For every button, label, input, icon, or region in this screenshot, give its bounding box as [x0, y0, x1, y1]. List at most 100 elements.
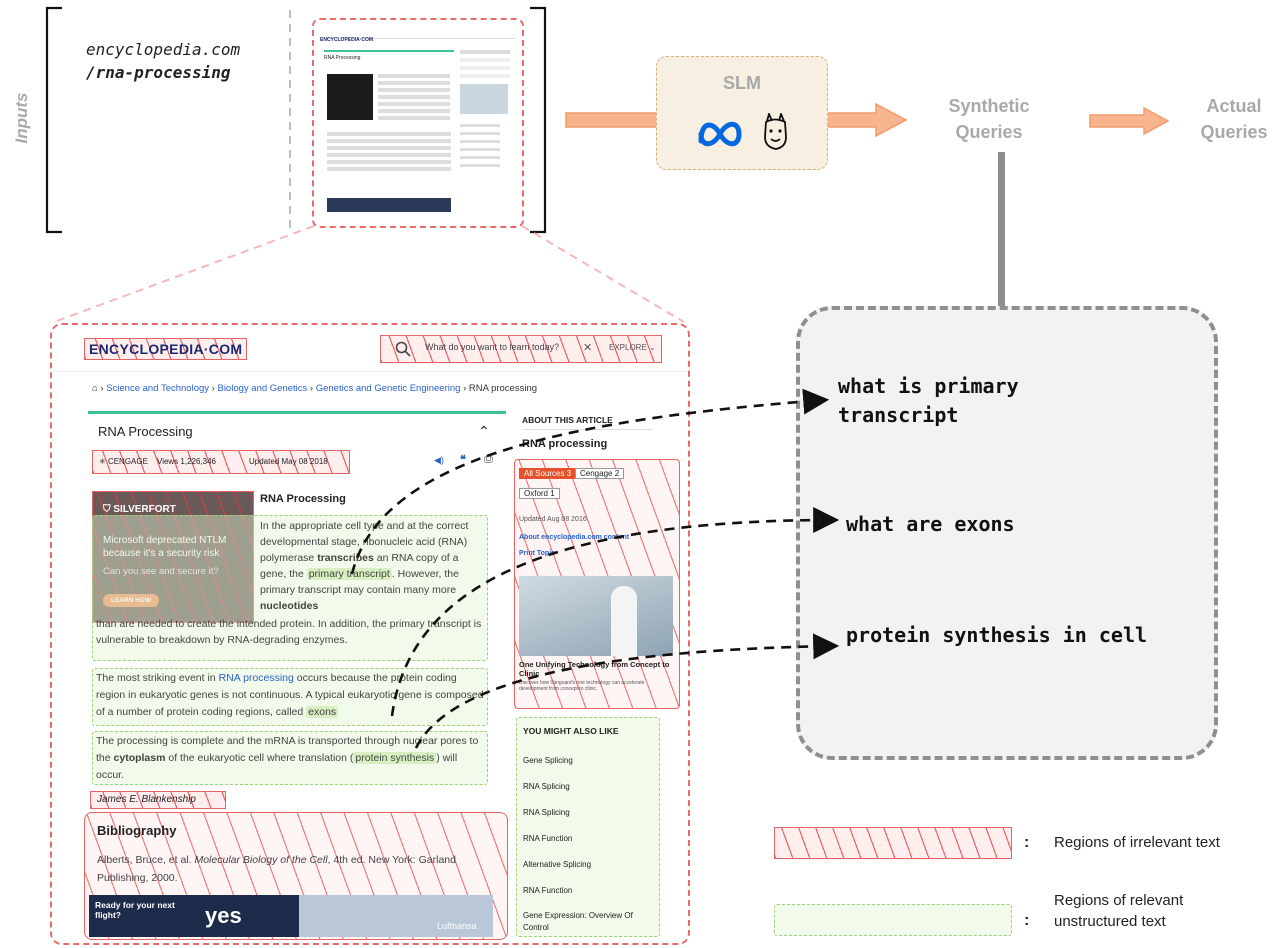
explore-label: EXPLORE [609, 343, 647, 352]
collapse-chevron-icon[interactable]: ⌃ [478, 423, 490, 439]
sidebar-about-line[interactable]: About encyclopedia.com content [519, 534, 630, 541]
article-meta: ✳ CENGAGE Views 1,226,346 Updated May 08… [92, 450, 350, 474]
views-count: Views 1,226,346 [157, 457, 217, 466]
breadcrumb-science[interactable]: Science and Technology [106, 383, 210, 394]
search-bar[interactable]: What do you want to learn today? ✕ EXPLO… [380, 335, 662, 363]
sidebar-ad-figure [611, 586, 637, 656]
cengage-label: CENGAGE [107, 457, 148, 466]
thumb-header: ENCYCLOPEDIA·COM [320, 28, 516, 43]
breadcrumb-biology[interactable]: Biology and Genetics [217, 383, 308, 394]
ad2-airline: Lufthansa [437, 921, 477, 931]
cengage-logo: ✳ CENGAGE [99, 457, 148, 466]
sidebar-ad-sub: Discover how Vanguard's one technology c… [519, 680, 645, 692]
thumb-sidebar [460, 50, 512, 210]
related-item[interactable]: RNA Function [523, 886, 573, 895]
bibliography-entry: Alberts, Bruce, et al. Molecular Biology… [97, 851, 497, 887]
thumb-text-block-2 [327, 132, 451, 136]
cengage-source-tab[interactable]: Cengage 2 [575, 468, 625, 479]
sidebar-topic: RNA processing [522, 438, 608, 450]
query-box [796, 306, 1218, 760]
sidebar-ad-image[interactable] [519, 576, 673, 656]
ad-headline: Microsoft deprecated NTLM because it's a… [103, 535, 227, 559]
thumb-title: RNA Processing [324, 55, 361, 61]
print-icon[interactable]: ⎙ [484, 453, 493, 465]
site-logo[interactable]: ENCYCLOPEDIA·COM [84, 338, 248, 360]
para-3-e: ) will occur. [96, 752, 458, 781]
thumb-sidebar-list [460, 124, 500, 127]
bibliography-title: Bibliography [97, 823, 177, 838]
search-clear-icon[interactable]: ✕ [583, 342, 593, 354]
legend-relevant-label: Regions of relevant unstructured text [1054, 892, 1184, 930]
actual-queries-label: Actual Queries [1200, 96, 1268, 142]
url-line-2: /rna-processing [86, 63, 231, 82]
home-icon[interactable]: ⌂ [92, 383, 98, 394]
related-item[interactable]: RNA Splicing [523, 782, 570, 791]
sidebar-updated: Updated Aug 08 2016 [519, 516, 587, 523]
para-1-f: nucleotides [260, 600, 319, 612]
arrow-protein-synthesis [414, 633, 840, 749]
zoomed-page: ENCYCLOPEDIA·COM What do you want to lea… [50, 323, 690, 945]
oxford-source-tab[interactable]: Oxford 1 [519, 488, 560, 499]
para-2-text: The most striking event in RNA processin… [96, 670, 486, 721]
sidebar-related-region: YOU MIGHT ALSO LIKE Gene Splicing RNA Sp… [516, 717, 660, 937]
synthetic-queries-label: Synthetic Queries [948, 96, 1030, 142]
arrow-exons [390, 507, 840, 717]
ad-lufthansa[interactable]: Ready for your next flight? yes Lufthans… [89, 895, 493, 937]
article-top-rule [88, 411, 506, 414]
biblio-a: Alberts, Bruce, et al. [97, 854, 195, 866]
primary-transcript-highlight: primary transcript [306, 568, 392, 580]
arrow-to-actual [1089, 106, 1170, 136]
thumb-article: RNA Processing [324, 50, 454, 212]
left-bracket [45, 6, 62, 234]
para-2-region [92, 668, 488, 726]
ad-silverfort[interactable]: ⛉ SILVERFORT Microsoft deprecated NTLM b… [92, 491, 254, 623]
sidebar-ad-title[interactable]: One Unifying Technology from Concept to … [519, 660, 670, 678]
sidebar-sources-region: All Sources 3 Cengage 2 Oxford 1 Updated… [514, 459, 680, 709]
right-bracket [530, 6, 547, 234]
article-title: RNA Processing [260, 493, 346, 505]
related-item[interactable]: RNA Splicing [523, 808, 570, 817]
legend-relevant-swatch [774, 904, 1012, 936]
all-sources-tab[interactable]: All Sources 3 [519, 468, 577, 479]
query-2: what are exons [846, 512, 1015, 536]
para-3-c: of the eukaryotic cell where translation… [165, 752, 354, 764]
audio-icon[interactable]: ◀) [434, 455, 444, 465]
related-item[interactable]: Alternative Splicing [523, 860, 592, 869]
para-1-c: an RNA copy of a gene, the [260, 552, 459, 580]
rna-processing-link[interactable]: RNA processing [218, 672, 294, 684]
thumb-sidebar-img [460, 84, 508, 114]
related-item[interactable]: Gene Expression: Overview Of Control [523, 911, 633, 932]
thumb-ad-2 [327, 198, 451, 212]
cite-icon[interactable]: ❝ [460, 454, 466, 466]
para-1-text: In the appropriate cell type and at the … [260, 518, 486, 614]
breadcrumb: ⌂ › Science and Technology › Biology and… [92, 383, 538, 394]
explore-menu[interactable]: EXPLORE ⌄ [609, 343, 656, 352]
arrow-primary-transcript [350, 388, 830, 575]
search-placeholder: What do you want to learn today? [425, 342, 560, 352]
input-url: encyclopedia.com /rna-processing [86, 38, 240, 84]
breadcrumb-genetics[interactable]: Genetics and Genetic Engineering [315, 383, 461, 394]
related-item[interactable]: Gene Splicing [523, 756, 573, 765]
ad-sub: Can you see and secure it? [103, 566, 219, 577]
slm-label: SLM [723, 73, 761, 93]
ad-cta-button[interactable]: LEARN HOW [103, 594, 160, 607]
site-header: ENCYCLOPEDIA·COM What do you want to lea… [52, 325, 688, 372]
para-2-a: The most striking event in [96, 672, 219, 684]
para-3-a: The processing is complete and the mRNA … [96, 735, 479, 764]
zoom-lines [53, 225, 685, 323]
ad-brand-text: SILVERFORT [113, 504, 176, 515]
para-3-b: cytoplasm [113, 752, 166, 764]
query-1: what is primary transcript [838, 374, 1019, 427]
might-like-title: YOU MIGHT ALSO LIKE [523, 726, 619, 736]
protein-synthesis-highlight: protein synthesis [353, 752, 437, 764]
llama-icon [764, 113, 787, 150]
ad2-brand: yes [205, 903, 242, 928]
thumb-logo: ENCYCLOPEDIA·COM [320, 37, 374, 43]
related-item[interactable]: RNA Function [523, 834, 573, 843]
chevron-down-icon: ⌄ [649, 343, 656, 352]
print-topic-link[interactable]: Print Topic [519, 550, 556, 557]
url-line-1: encyclopedia.com [86, 40, 241, 59]
query-3: protein synthesis in cell [846, 623, 1148, 647]
page-thumbnail: ENCYCLOPEDIA·COM RNA Processing [312, 18, 524, 228]
